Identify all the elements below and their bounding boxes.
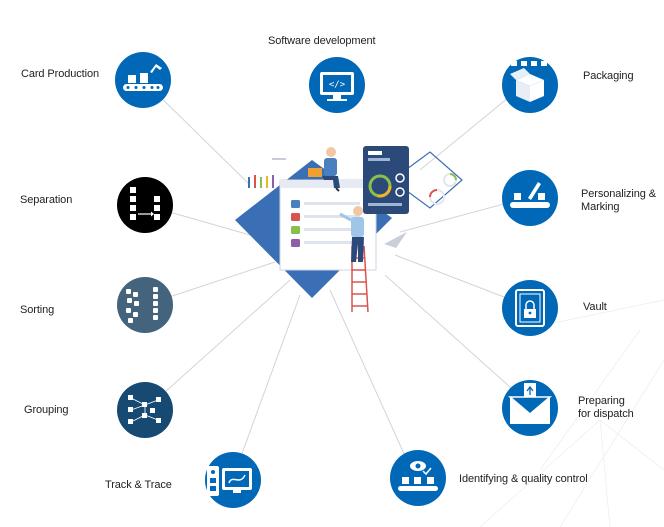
monitor-code-icon: </>: [320, 72, 354, 101]
connector-identifying: [329, 289, 416, 479]
sitting-person: [308, 147, 340, 192]
node-sorting: [117, 277, 173, 333]
node-personalizing: [502, 170, 558, 226]
standing-person: [339, 206, 364, 262]
background-network: [479, 299, 664, 527]
connector-dispatch: [384, 274, 531, 406]
node-vault: [502, 280, 558, 336]
dashboard-panel-shape: [363, 146, 409, 214]
node-track-trace: [205, 452, 261, 508]
label-software-development: Software development: [268, 35, 376, 47]
label-sorting: Sorting: [20, 304, 55, 316]
label-preparing-for-dispatch: Preparing for dispatch: [578, 395, 634, 420]
node-dispatch: [502, 380, 558, 436]
box-icon: [510, 61, 547, 102]
label-card-production: Card Production: [21, 68, 99, 80]
node-identifying: [390, 450, 446, 506]
sorting-icon: [126, 287, 158, 323]
label-packaging: Packaging: [583, 70, 634, 82]
pen-marking-icon: [510, 182, 550, 208]
node-card-production: [115, 52, 171, 108]
grouping-network-icon: [128, 395, 161, 424]
conveyor-robot-icon: [123, 64, 163, 91]
track-trace-icon: [207, 466, 252, 496]
eye-quality-icon: [398, 461, 438, 491]
vault-icon: [515, 289, 545, 327]
label-grouping: Grouping: [24, 404, 69, 416]
connector-grouping: [144, 279, 291, 411]
label-vault: Vault: [583, 301, 607, 313]
connector-track-trace: [232, 294, 301, 479]
list-items: [291, 200, 360, 247]
node-software: </>: [309, 57, 365, 113]
node-separation: [117, 177, 173, 233]
label-track-trace: Track & Trace: [105, 479, 172, 491]
envelope-icon: [507, 383, 553, 424]
label-separation: Separation: [20, 194, 73, 206]
node-circles: </>: [115, 52, 558, 508]
separation-icon: [130, 187, 160, 220]
svg-text:</>: </>: [329, 80, 346, 90]
developers-illustration: [235, 146, 463, 313]
label-identifying-quality-control: Identifying & quality control: [459, 473, 588, 485]
node-packaging: [502, 57, 558, 113]
label-personalizing-marking: Personalizing & Marking: [581, 188, 656, 213]
connector-lines: [142, 79, 531, 479]
node-grouping: [117, 382, 173, 438]
